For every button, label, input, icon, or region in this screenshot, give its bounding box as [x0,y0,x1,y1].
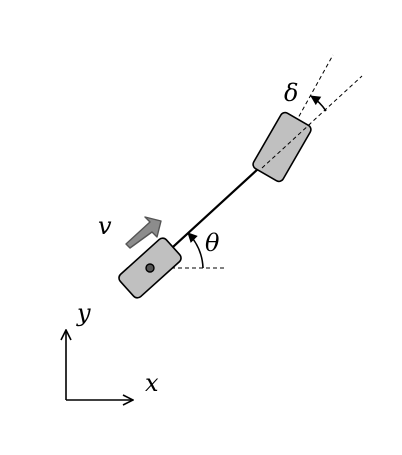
x-axis-label: x [145,369,159,397]
steering-angle-arc [310,95,327,112]
front-wheel-axis-overlay [261,123,311,169]
heading-angle-label: θ [205,229,220,257]
rear-axle-point [145,263,155,273]
y-axis-label: y [76,299,91,327]
front-wheel [252,111,312,183]
steering-angle-label: δ [284,79,298,107]
velocity-arrow [125,216,162,249]
heading-angle-arc [187,232,204,269]
velocity-label: v [98,212,112,240]
